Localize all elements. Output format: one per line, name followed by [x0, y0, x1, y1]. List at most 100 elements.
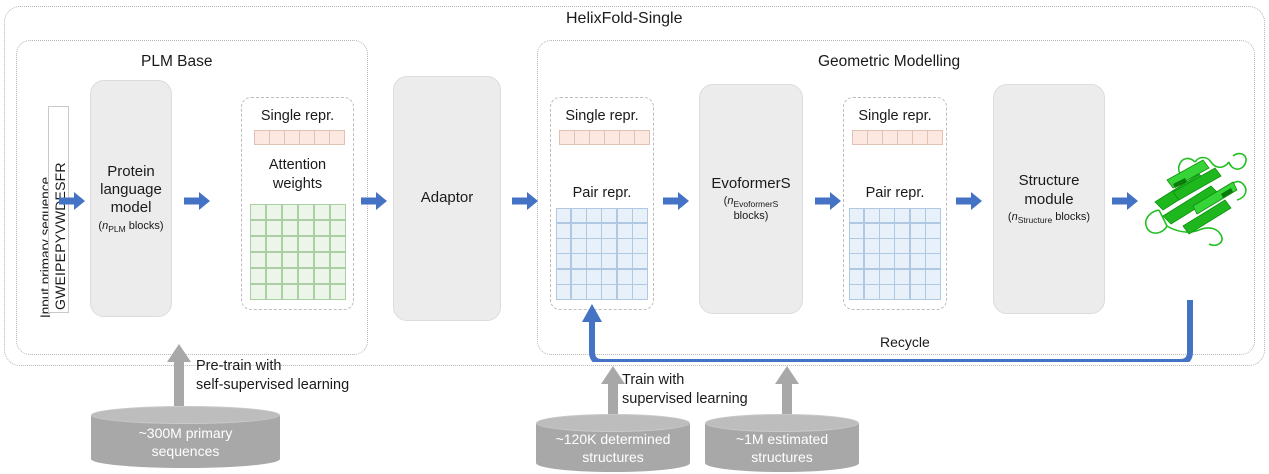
matrix-cell: [586, 268, 602, 285]
matrix-cell: [863, 238, 880, 254]
dataset-sequences: ~300M primary sequences: [91, 406, 280, 468]
dataset-estimated-label: ~1M estimated structures: [705, 431, 859, 466]
pretrain-up-arrow: [167, 344, 191, 406]
matrix-cell: [848, 284, 865, 300]
matrix-cell: [555, 268, 572, 285]
matrix-cell: [848, 222, 865, 239]
matrix-cell: [281, 219, 298, 236]
train-label-l1: Train with: [622, 372, 685, 388]
matrix-cell: [586, 222, 602, 239]
matrix-cell: [297, 219, 314, 236]
plm-base-title: PLM Base: [141, 53, 213, 70]
plm-line3: model: [110, 199, 152, 217]
single-repr-cell: [634, 130, 650, 145]
matrix-cell: [925, 222, 941, 239]
dataset-estimated-structures: ~1M estimated structures: [705, 414, 859, 472]
matrix-cell: [281, 283, 298, 300]
matrix-cell: [879, 253, 895, 270]
evoformer-label: EvoformerS: [711, 174, 791, 192]
matrix-cell: [329, 267, 346, 284]
geo-mid-single-repr-strip: [852, 130, 943, 145]
matrix-cell: [570, 268, 587, 285]
dataset-determined-l1: ~120K determined: [555, 431, 671, 447]
matrix-cell: [265, 251, 282, 268]
single-repr-cell: [927, 130, 943, 145]
matrix-cell: [329, 203, 346, 220]
matrix-cell: [586, 207, 602, 224]
matrix-cell: [265, 283, 282, 300]
matrix-cell: [249, 203, 266, 220]
single-repr-cell: [619, 130, 635, 145]
arrow-adaptor-to-geo: [512, 191, 538, 211]
matrix-cell: [863, 284, 880, 300]
arrow-structure-to-output: [1112, 191, 1138, 211]
matrix-cell: [909, 207, 926, 224]
matrix-cell: [925, 268, 941, 285]
matrix-cell: [925, 207, 941, 224]
dataset-sequences-l2: sequences: [151, 442, 220, 459]
attention-weights-label-l1: Attention: [268, 157, 327, 173]
protein-language-model-module: Protein language model (nPLM blocks): [90, 80, 172, 317]
single-repr-cell: [882, 130, 898, 145]
matrix-cell: [586, 253, 602, 270]
arrow-geoinput-to-evoformer: [663, 191, 689, 211]
dataset-determined-structures: ~120K determined structures: [536, 414, 690, 472]
matrix-cell: [909, 284, 926, 300]
input-sequence-text: GWEIPEPYVWDESFR: [52, 162, 68, 310]
single-repr-cell: [254, 130, 270, 145]
matrix-cell: [555, 238, 572, 254]
matrix-cell: [632, 207, 648, 224]
single-repr-cell: [867, 130, 883, 145]
matrix-cell: [570, 207, 587, 224]
matrix-cell: [879, 284, 895, 300]
matrix-cell: [601, 268, 618, 285]
matrix-cell: [879, 238, 895, 254]
matrix-cell: [265, 219, 282, 236]
matrix-cell: [555, 253, 572, 270]
matrix-cell: [879, 222, 895, 239]
matrix-cell: [265, 267, 282, 284]
structure-line2: module: [1024, 190, 1074, 208]
matrix-cell: [616, 268, 633, 285]
single-repr-cell: [604, 130, 620, 145]
dataset-estimated-l2: structures: [751, 448, 813, 465]
matrix-cell: [281, 235, 298, 252]
helixfold-single-container: [4, 6, 1265, 366]
geo-input-single-repr-label: Single repr.: [565, 108, 639, 124]
matrix-cell: [313, 219, 330, 236]
geo-input-pair-repr-label: Pair repr.: [572, 185, 632, 201]
matrix-cell: [848, 268, 865, 285]
single-repr-cell: [559, 130, 575, 145]
structure-blocks-note: (nStructure blocks): [1007, 211, 1091, 226]
recycle-loop-arrow: [575, 300, 1195, 367]
dataset-determined-label: ~120K determined structures: [536, 431, 690, 466]
geo-input-single-repr-strip: [559, 130, 650, 145]
arrow-attention-to-adaptor: [361, 191, 387, 211]
matrix-cell: [616, 207, 633, 224]
train-up-arrow-determined: [601, 366, 625, 416]
matrix-cell: [570, 284, 587, 300]
structure-module: Structure module (nStructure blocks): [993, 84, 1105, 314]
arrow-plm-to-attention: [184, 191, 210, 211]
single-repr-cell: [912, 130, 928, 145]
matrix-cell: [863, 253, 880, 270]
arrow-evoformer-to-geomid: [815, 191, 841, 211]
matrix-cell: [265, 235, 282, 252]
matrix-cell: [909, 253, 926, 270]
single-repr-cell: [299, 130, 315, 145]
train-label: Train with supervised learning: [622, 371, 748, 409]
matrix-cell: [555, 207, 572, 224]
matrix-cell: [586, 284, 602, 300]
plm-blocks-note: (nPLM blocks): [98, 219, 164, 234]
matrix-cell: [249, 235, 266, 252]
dataset-sequences-label: ~300M primary sequences: [91, 425, 280, 460]
matrix-cell: [848, 253, 865, 270]
matrix-cell: [313, 283, 330, 300]
matrix-cell: [863, 207, 880, 224]
single-repr-cell: [284, 130, 300, 145]
matrix-cell: [909, 222, 926, 239]
matrix-cell: [329, 283, 346, 300]
matrix-cell: [281, 267, 298, 284]
